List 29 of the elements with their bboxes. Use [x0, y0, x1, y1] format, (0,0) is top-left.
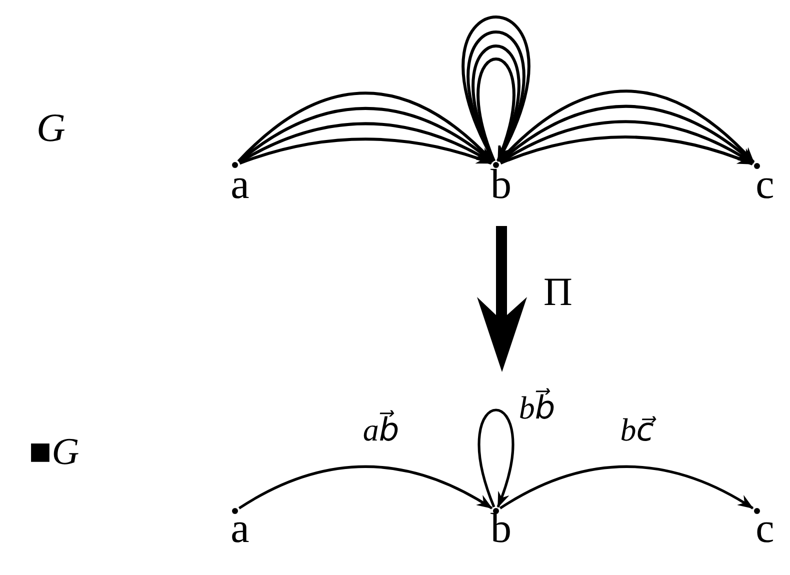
curved-arrow	[238, 465, 493, 510]
vertex-label: a	[230, 513, 250, 547]
curved-arrow	[498, 90, 755, 164]
vertex-label: c	[756, 169, 774, 203]
vertex-dot	[493, 508, 499, 514]
graph-name: ■G	[28, 433, 80, 471]
vertex-label: b	[490, 169, 512, 203]
graph-name: G	[36, 108, 66, 148]
loop-arrow	[478, 409, 514, 508]
loop-arrow	[472, 44, 520, 162]
vertex-dot	[232, 508, 238, 514]
loop-arrow	[467, 30, 525, 162]
vertex-dot	[493, 162, 499, 168]
vertex-dot	[754, 508, 760, 514]
vertex-label: b	[490, 513, 512, 547]
map-label: Π	[544, 272, 572, 312]
vertex-label: a	[230, 169, 250, 203]
vertex-dot	[754, 163, 760, 169]
curved-arrow	[238, 107, 494, 163]
curved-arrow	[237, 92, 494, 162]
vertex-dot	[232, 162, 238, 168]
vertex-label: c	[756, 513, 774, 547]
loop-arrow	[477, 58, 515, 162]
curved-arrow	[500, 465, 754, 510]
curved-arrow	[238, 122, 493, 164]
curved-arrow	[498, 104, 754, 164]
curved-arrow	[239, 138, 492, 165]
curved-arrow	[499, 120, 754, 165]
curved-arrow	[500, 136, 754, 166]
